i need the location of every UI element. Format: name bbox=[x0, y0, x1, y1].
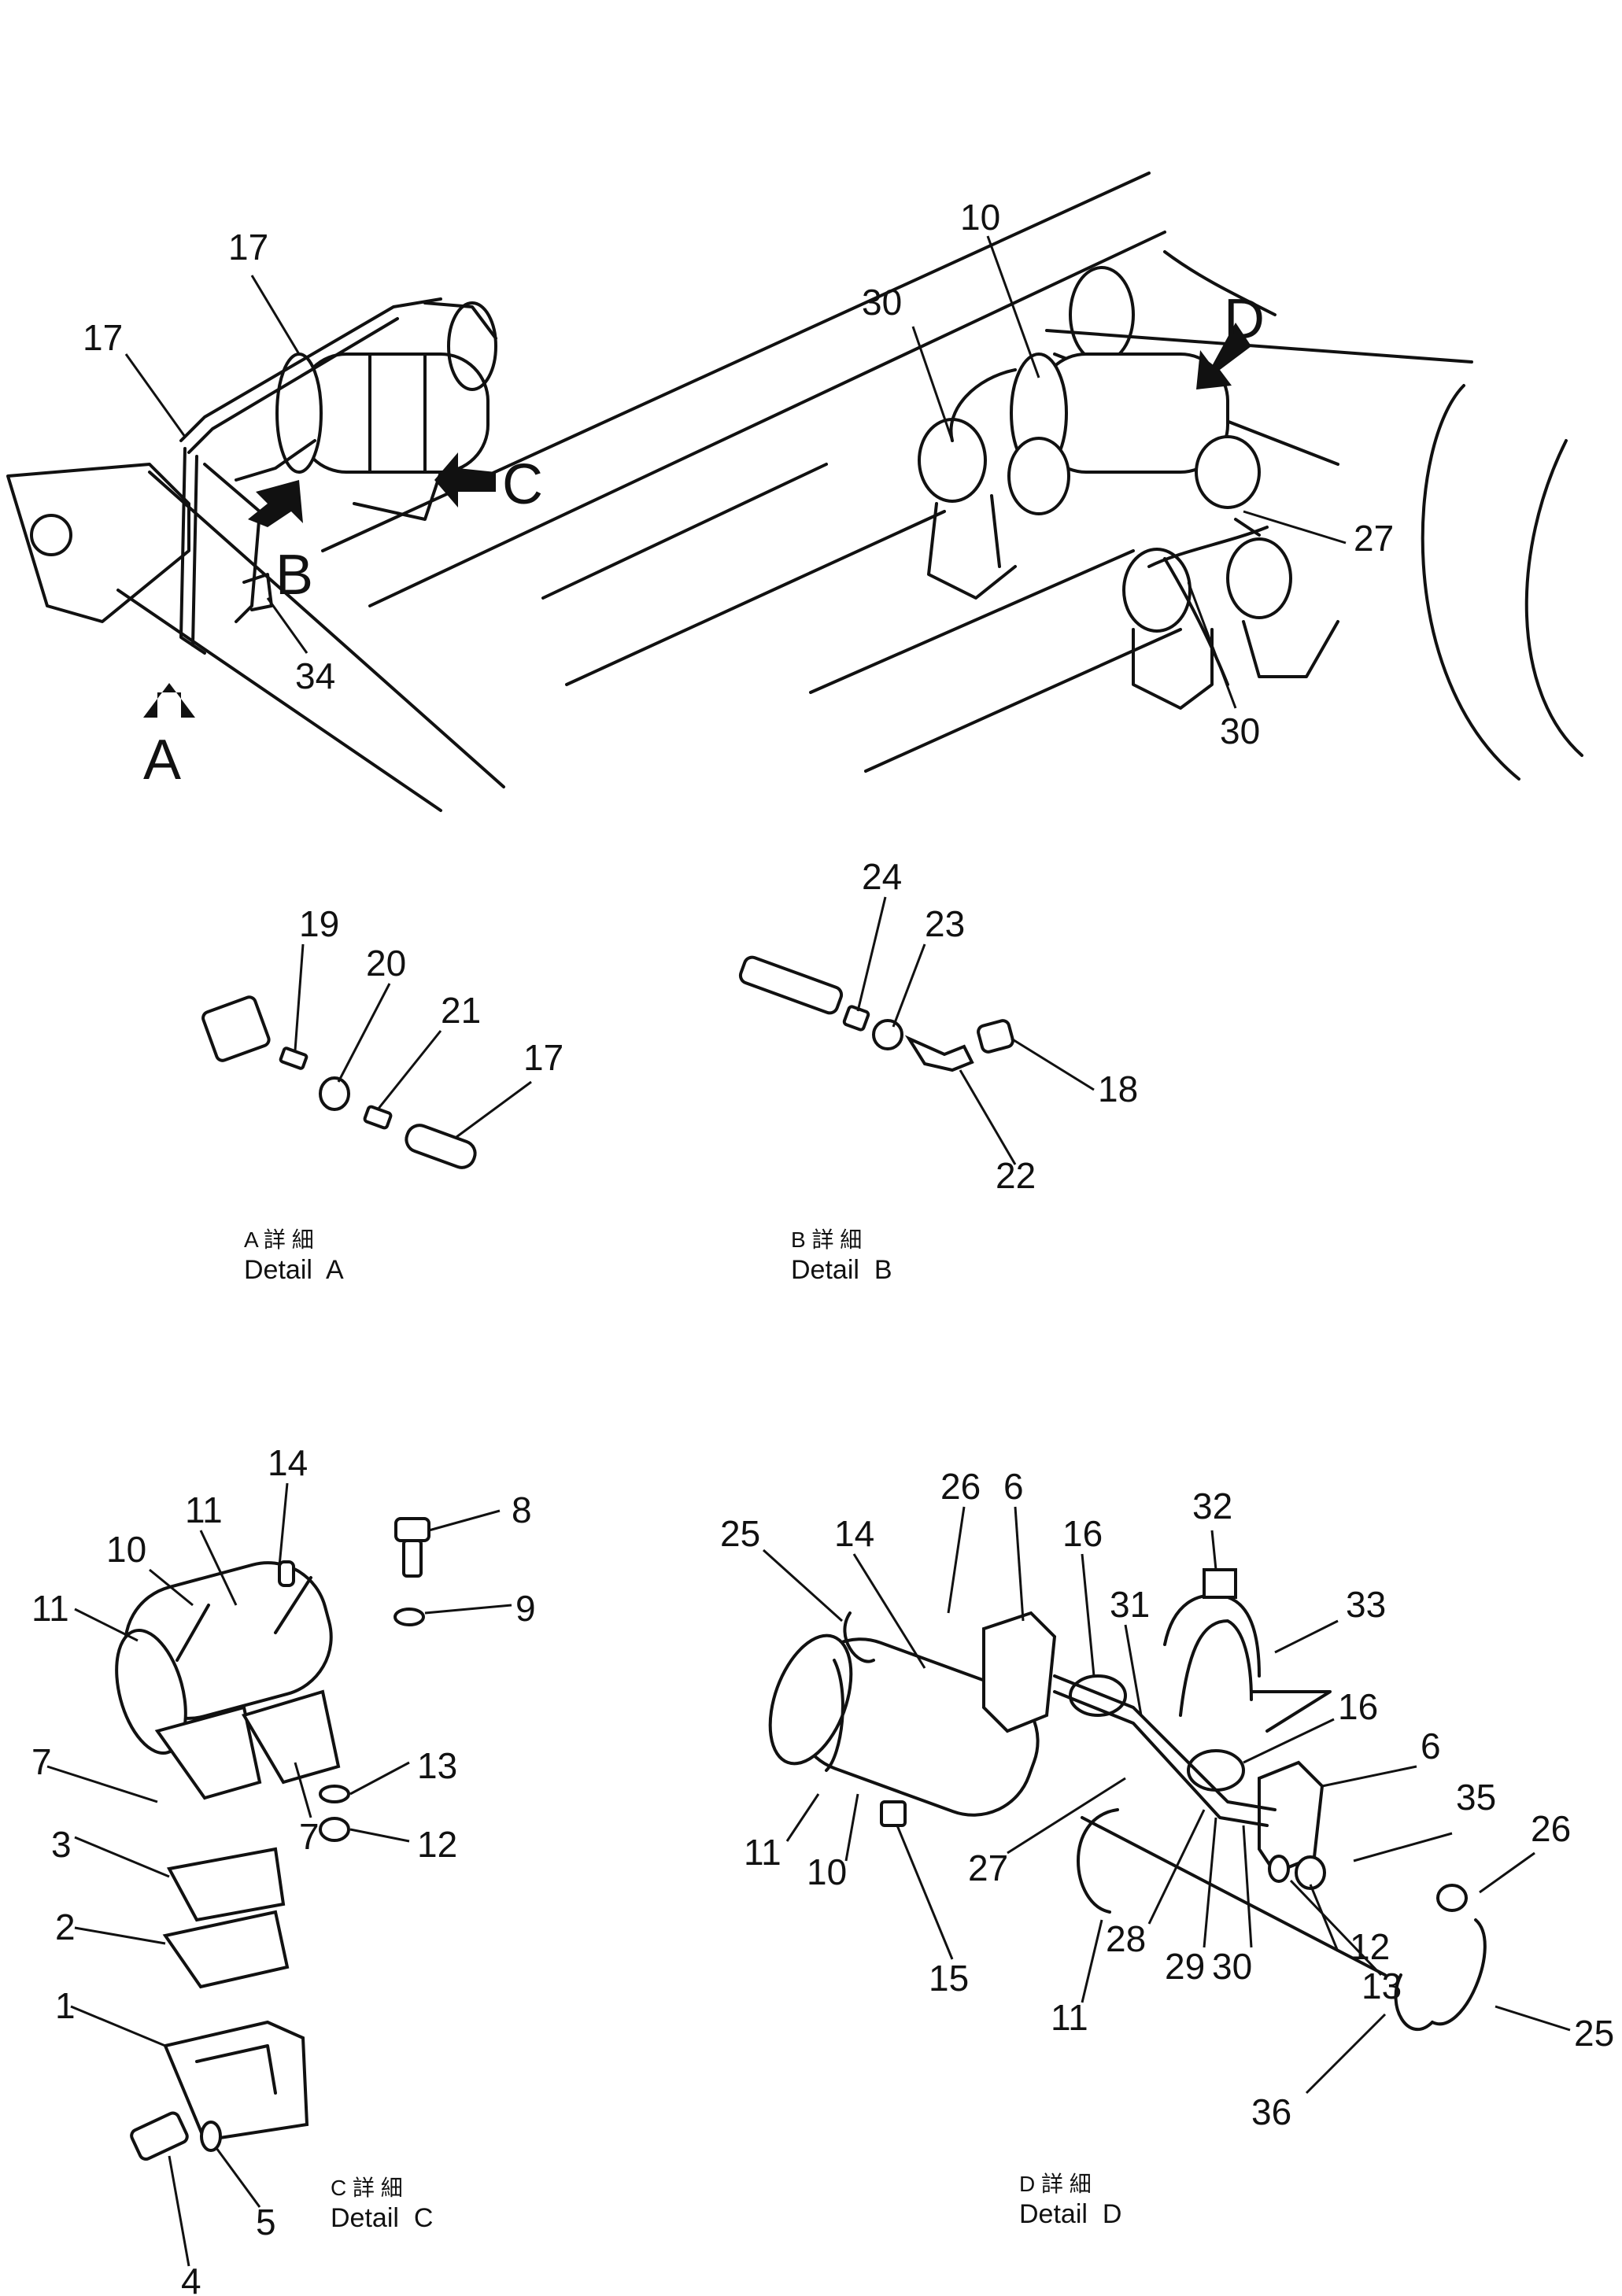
callout-35: 35 bbox=[1456, 1777, 1496, 1818]
detail-a-caption: Detail A bbox=[244, 1255, 344, 1285]
callout-4: 4 bbox=[181, 2261, 201, 2296]
callout-8: 8 bbox=[512, 1489, 532, 1530]
view-letter-b: B bbox=[275, 544, 313, 607]
callout-18: 18 bbox=[1098, 1069, 1138, 1109]
callout-22: 22 bbox=[996, 1155, 1036, 1196]
callout-17-left: 17 bbox=[83, 317, 123, 358]
callout-10-detail-d: 10 bbox=[807, 1851, 847, 1892]
callout-5: 5 bbox=[256, 2202, 276, 2242]
callout-27-overview: 27 bbox=[1354, 518, 1394, 559]
callout-25-top: 25 bbox=[720, 1513, 760, 1554]
detail-d-parts bbox=[768, 1568, 1487, 2032]
callout-33: 33 bbox=[1346, 1584, 1386, 1625]
detail-b-parts bbox=[738, 955, 1014, 1072]
callout-30-upper: 30 bbox=[862, 282, 902, 323]
callout-14-detail-c: 14 bbox=[268, 1442, 308, 1483]
callout-28: 28 bbox=[1106, 1918, 1146, 1959]
detail-d-caption-cjk: D 詳 細 bbox=[1019, 2172, 1092, 2196]
callout-20: 20 bbox=[366, 943, 406, 984]
callout-10-overview: 10 bbox=[960, 197, 1000, 238]
callout-10-detail-c: 10 bbox=[106, 1529, 146, 1570]
callout-6-right: 6 bbox=[1421, 1726, 1441, 1766]
callout-9: 9 bbox=[515, 1588, 536, 1629]
callout-11-detail-d: 11 bbox=[744, 1832, 781, 1873]
detail-a-caption-cjk: A 詳 細 bbox=[244, 1227, 314, 1252]
view-letter-c: C bbox=[502, 453, 543, 516]
view-letter-d: D bbox=[1224, 288, 1265, 351]
callout-17-detail-a: 17 bbox=[523, 1037, 563, 1078]
callout-12-detail-d: 12 bbox=[1350, 1926, 1390, 1967]
callout-2: 2 bbox=[55, 1907, 76, 1947]
callout-34: 34 bbox=[295, 655, 335, 696]
callout-36: 36 bbox=[1251, 2091, 1291, 2132]
callout-25-bottom: 25 bbox=[1574, 2013, 1614, 2054]
callout-7-left: 7 bbox=[31, 1741, 52, 1782]
callout-13-detail-d: 13 bbox=[1362, 1966, 1402, 2006]
callout-24: 24 bbox=[862, 856, 902, 897]
callout-6-top: 6 bbox=[1003, 1466, 1024, 1507]
detail-b-caption-cjk: B 詳 細 bbox=[791, 1227, 862, 1252]
callout-32: 32 bbox=[1192, 1486, 1232, 1526]
callout-12-detail-c: 12 bbox=[417, 1824, 457, 1865]
callout-15: 15 bbox=[929, 1958, 969, 1999]
callout-30-detail-d: 30 bbox=[1212, 1946, 1252, 1987]
callout-11-left: 11 bbox=[31, 1588, 69, 1629]
callout-1: 1 bbox=[55, 1985, 76, 2026]
leader-lines bbox=[46, 235, 1571, 2267]
callout-13-detail-c: 13 bbox=[417, 1745, 457, 1786]
callout-31: 31 bbox=[1110, 1584, 1150, 1625]
callout-21: 21 bbox=[441, 990, 481, 1031]
detail-c-caption-cjk: C 詳 細 bbox=[331, 2176, 403, 2200]
callout-27-detail-d: 27 bbox=[968, 1848, 1008, 1888]
view-letter-a: A bbox=[143, 729, 181, 792]
callout-3: 3 bbox=[51, 1824, 72, 1865]
callout-7-right: 7 bbox=[299, 1816, 320, 1857]
detail-b-caption: Detail B bbox=[791, 1255, 892, 1285]
detail-c-caption: Detail C bbox=[331, 2203, 433, 2233]
callout-16-lower: 16 bbox=[1338, 1686, 1378, 1727]
callout-19: 19 bbox=[299, 903, 339, 944]
overview-left-assembly bbox=[6, 172, 1166, 812]
callout-30-lower: 30 bbox=[1220, 711, 1260, 751]
callout-14-detail-d: 14 bbox=[834, 1513, 874, 1554]
overview-right-assembly bbox=[809, 250, 1583, 781]
callout-11-upper: 11 bbox=[185, 1489, 223, 1530]
detail-c-parts bbox=[115, 1517, 430, 2161]
callout-26-right: 26 bbox=[1531, 1808, 1571, 1849]
callout-16-upper: 16 bbox=[1062, 1513, 1103, 1554]
callout-26-top: 26 bbox=[940, 1466, 981, 1507]
callout-17-top: 17 bbox=[228, 227, 268, 268]
detail-a-parts bbox=[201, 995, 477, 1169]
callout-29: 29 bbox=[1165, 1946, 1205, 1987]
callout-11-bottom: 11 bbox=[1051, 1997, 1088, 2038]
detail-d-caption: Detail D bbox=[1019, 2199, 1121, 2229]
callout-23: 23 bbox=[925, 903, 965, 944]
